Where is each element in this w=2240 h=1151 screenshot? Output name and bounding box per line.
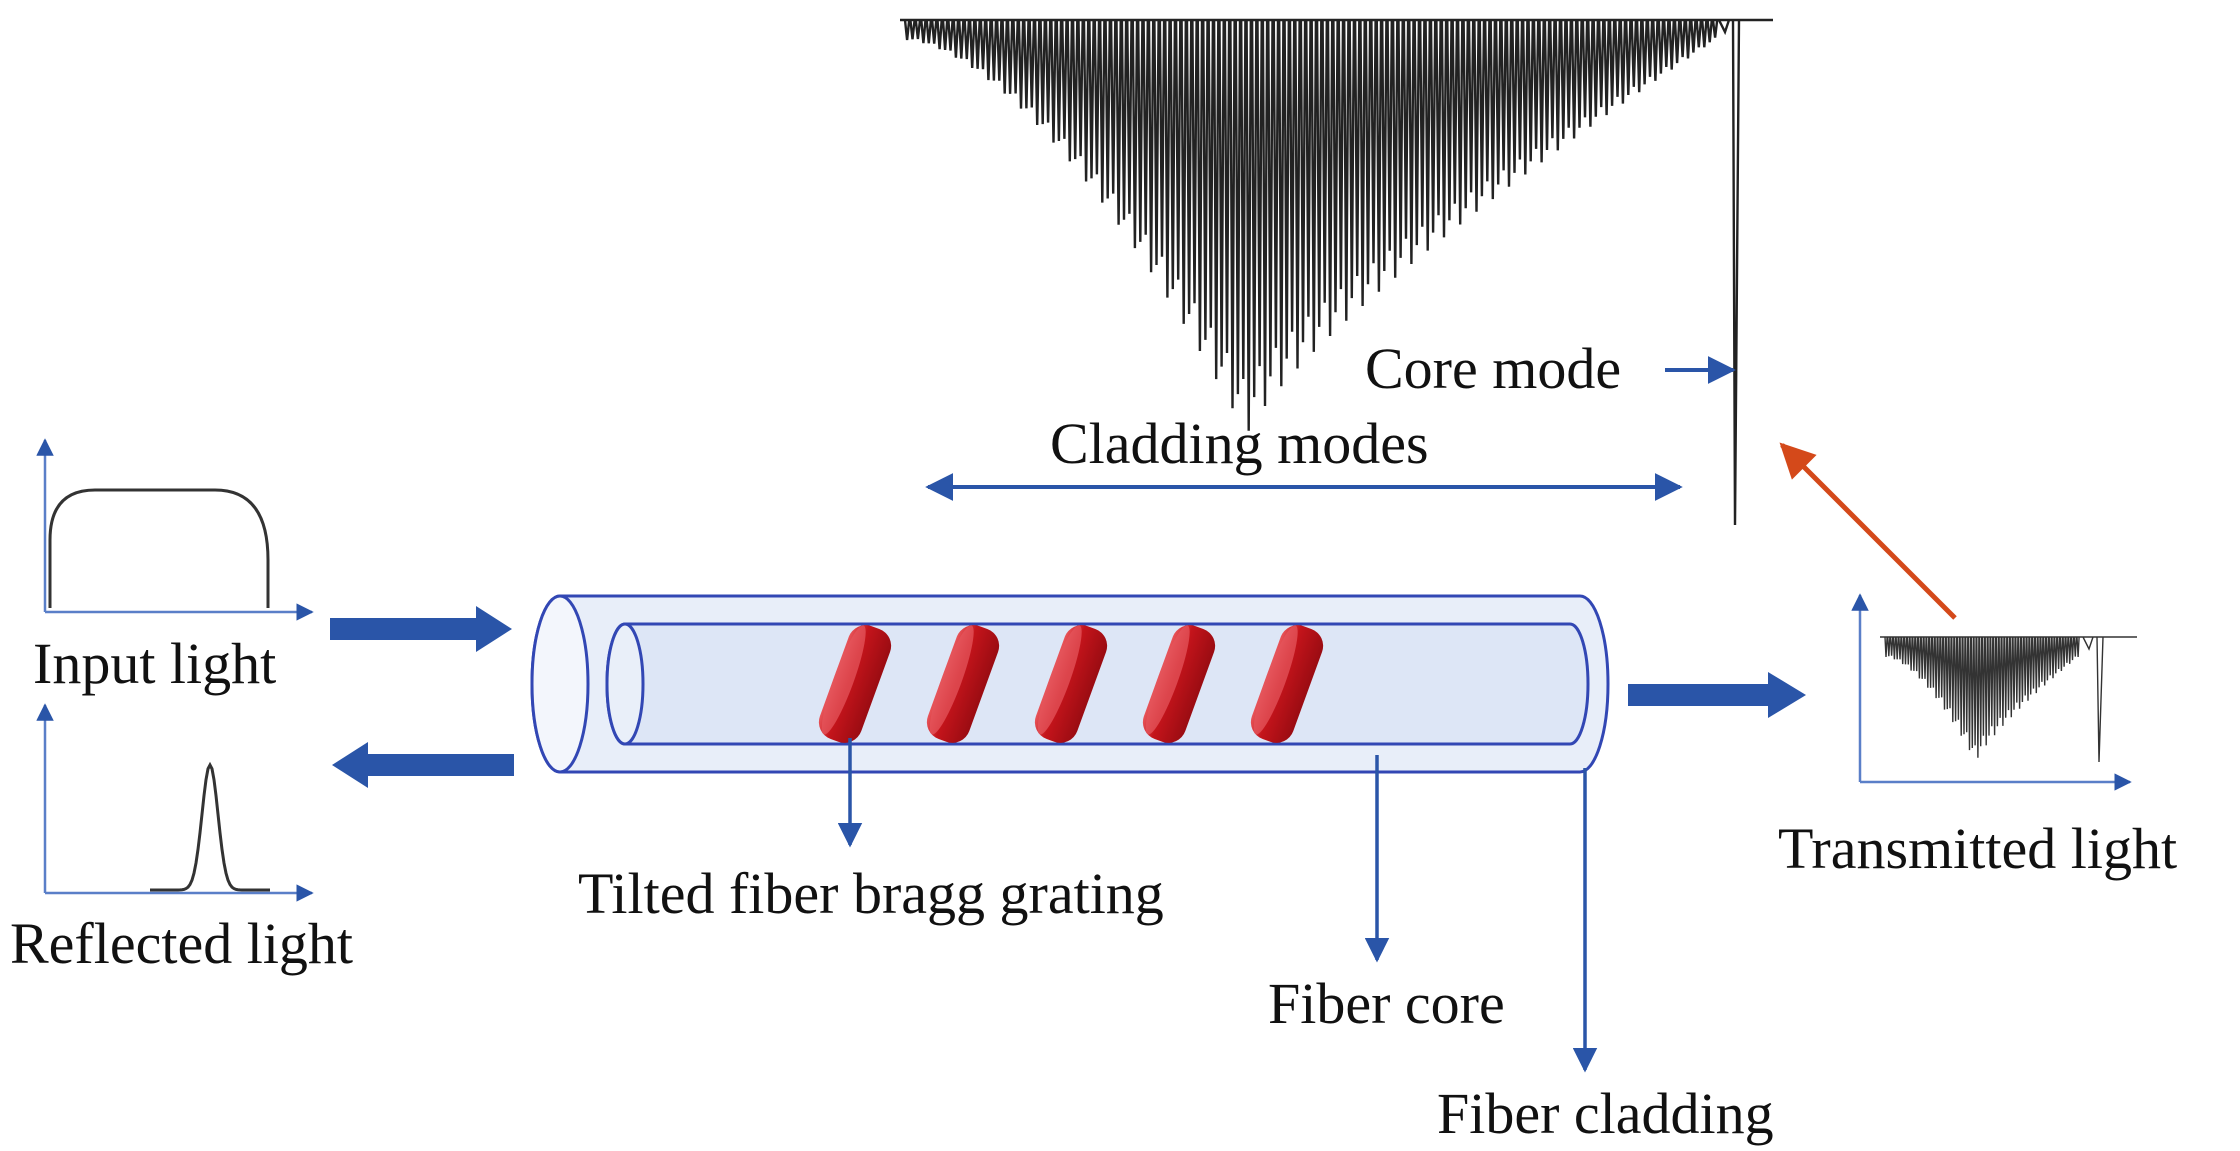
grating-plane bbox=[1034, 625, 1108, 743]
reflected-spectrum-plot bbox=[36, 703, 314, 902]
grating-plane bbox=[926, 625, 1000, 743]
core-mode-label: Core mode bbox=[1365, 336, 1621, 401]
transmitted-spectrum-curve bbox=[1880, 636, 2137, 763]
cladding-modes-label: Cladding modes bbox=[1050, 411, 1429, 476]
reflected-light-label: Reflected light bbox=[10, 911, 353, 976]
transmitted-spectrum-plot bbox=[1851, 593, 2137, 791]
grating-plane bbox=[1142, 625, 1216, 743]
tilted-grating-label: Tilted fiber bragg grating bbox=[578, 861, 1164, 926]
reflected-arrow bbox=[332, 742, 514, 788]
grating-planes bbox=[818, 625, 1324, 743]
fiber-cladding-label: Fiber cladding bbox=[1437, 1081, 1774, 1146]
input-broadband-curve bbox=[48, 488, 270, 608]
reflected-peak-curve bbox=[150, 761, 270, 892]
grating-plane bbox=[1250, 625, 1324, 743]
input-light-label: Input light bbox=[33, 631, 276, 696]
transmitted-light-label: Transmitted light bbox=[1778, 816, 2177, 881]
transmission-spectrum-large bbox=[900, 18, 1773, 526]
spectrum-zoom-arrow bbox=[1779, 442, 1957, 620]
transmitted-arrow bbox=[1628, 672, 1806, 718]
grating-plane bbox=[818, 625, 892, 743]
fiber-core-label: Fiber core bbox=[1268, 971, 1505, 1036]
input-arrow bbox=[330, 606, 512, 652]
input-spectrum-plot bbox=[36, 438, 314, 621]
